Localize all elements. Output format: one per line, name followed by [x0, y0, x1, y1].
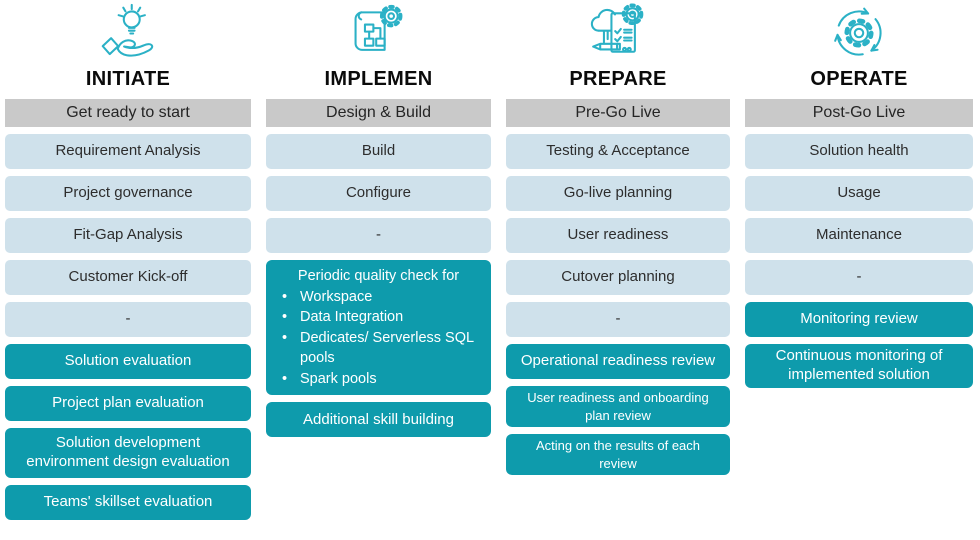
bullet-icon: [282, 307, 300, 328]
hand-lightbulb-icon: [5, 0, 251, 66]
list-item: Spark pools: [274, 369, 483, 390]
process-board: INITIATE Get ready to start Requirement …: [0, 0, 980, 520]
column-title: OPERATE: [810, 68, 908, 90]
stage-item: Build: [266, 134, 491, 169]
column-subtitle: Pre-Go Live: [506, 99, 730, 127]
column-subtitle: Design & Build: [266, 99, 491, 127]
column-implement: IMPLEMEN Design & Build Build Configure …: [266, 0, 491, 520]
review-list-heading: Periodic quality check for: [297, 268, 460, 284]
stage-item: Configure: [266, 176, 491, 211]
bullet-icon: [282, 369, 300, 390]
stage-item: Fit-Gap Analysis: [5, 218, 251, 253]
list-item: Dedicates/ Serverless SQL pools: [274, 328, 483, 369]
stage-item: Cutover planning: [506, 260, 730, 295]
review-item: Monitoring review: [745, 302, 973, 337]
column-title: PREPARE: [569, 68, 667, 90]
column-initiate: INITIATE Get ready to start Requirement …: [5, 0, 251, 520]
column-title: INITIATE: [85, 68, 171, 90]
review-item: Teams' skillset evaluation: [5, 485, 251, 520]
blueprint-gear-icon: [266, 0, 491, 66]
review-item: Continuous monitoring of implemented sol…: [745, 344, 973, 388]
bullet-icon: [282, 328, 300, 369]
review-item: Operational readiness review: [506, 344, 730, 379]
column-operate: OPERATE Post-Go Live Solution health Usa…: [745, 0, 973, 520]
stage-item: Requirement Analysis: [5, 134, 251, 169]
review-item: Additional skill building: [266, 402, 491, 438]
list-item: Data Integration: [274, 307, 483, 328]
bullet-icon: [282, 287, 300, 308]
stage-item: User readiness: [506, 218, 730, 253]
review-item: Project plan evaluation: [5, 386, 251, 421]
column-prepare: PREPARE Pre-Go Live Testing & Acceptance…: [506, 0, 730, 520]
column-title: IMPLEMEN: [324, 68, 433, 90]
list-item: Workspace: [274, 287, 483, 308]
checklist-cloud-gear-icon: [506, 0, 730, 66]
column-subtitle: Get ready to start: [5, 99, 251, 127]
stage-item-empty: -: [506, 302, 730, 337]
review-item: Solution development environment design …: [5, 428, 251, 478]
stage-item: Project governance: [5, 176, 251, 211]
stage-item: Customer Kick-off: [5, 260, 251, 295]
review-item-list: Periodic quality check for Workspace Dat…: [266, 260, 491, 396]
stage-item: Maintenance: [745, 218, 973, 253]
stage-item: Testing & Acceptance: [506, 134, 730, 169]
column-subtitle: Post-Go Live: [745, 99, 973, 127]
review-item: Solution evaluation: [5, 344, 251, 379]
stage-item-empty: -: [745, 260, 973, 295]
gear-cycle-icon: [745, 0, 973, 66]
stage-item: Go-live planning: [506, 176, 730, 211]
stage-item: Usage: [745, 176, 973, 211]
stage-item: Solution health: [745, 134, 973, 169]
stage-item-empty: -: [266, 218, 491, 253]
review-item: User readiness and onboarding plan revie…: [506, 386, 730, 428]
stage-item-empty: -: [5, 302, 251, 337]
review-item: Acting on the results of each review: [506, 434, 730, 476]
